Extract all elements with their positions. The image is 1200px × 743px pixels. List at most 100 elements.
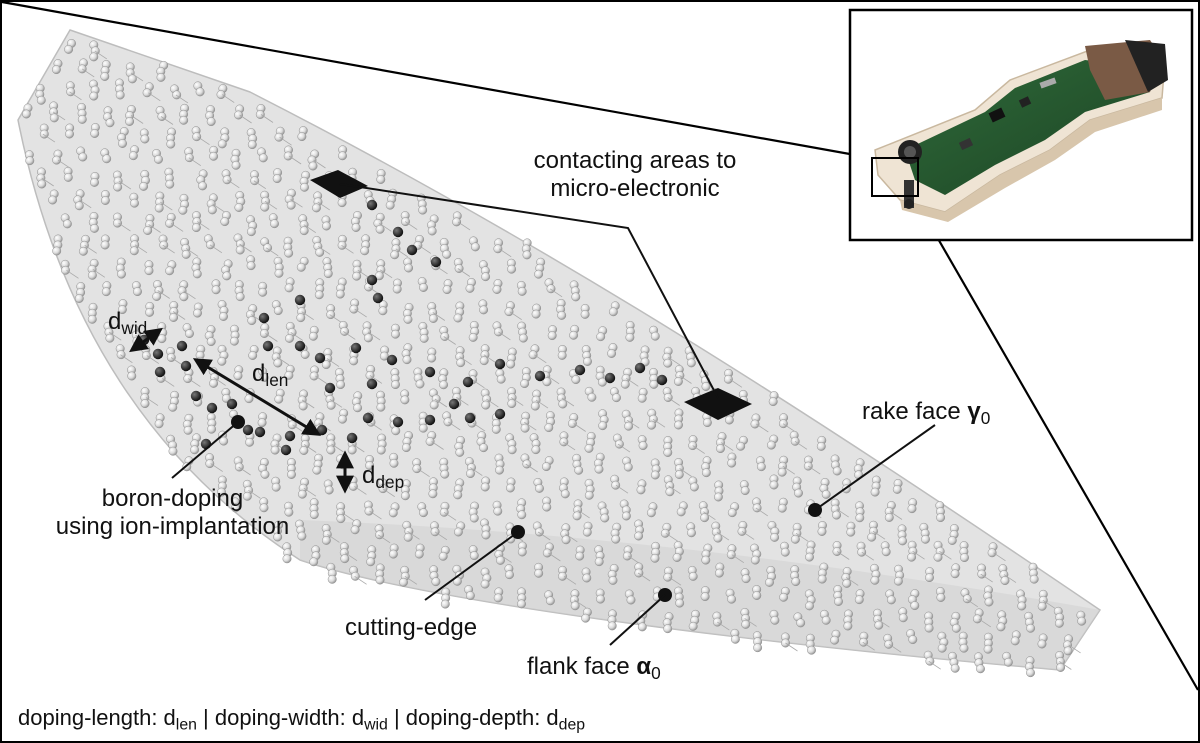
lattice-bond: [782, 423, 796, 433]
double-arrow-icon: [129, 327, 163, 353]
lattice-atom: [217, 356, 227, 366]
lattice-atom: [636, 485, 646, 495]
lattice-atom: [62, 219, 72, 229]
lattice-atom: [607, 349, 617, 358]
lattice-bond: [148, 224, 161, 233]
lattice-atom: [530, 401, 540, 411]
lattice-bond: [626, 377, 639, 387]
lattice-atom: [507, 445, 517, 455]
lattice-bond: [432, 312, 446, 321]
lattice-atom: [702, 418, 712, 428]
lattice-atom: [453, 490, 463, 500]
lattice-atom: [297, 132, 307, 142]
lattice-atom: [89, 91, 99, 101]
lattice-atom: [807, 645, 816, 655]
lattice-atom: [1000, 576, 1010, 586]
lattice-atom: [192, 269, 202, 279]
lattice-atom: [491, 424, 501, 434]
lattice-atom: [1037, 601, 1047, 611]
contacting-label-line1: contacting areas to: [533, 147, 737, 174]
lattice-bond: [549, 288, 563, 298]
lattice-atom: [133, 287, 142, 297]
lattice-bond: [456, 396, 469, 406]
lattice-atom: [571, 375, 581, 385]
lattice-atom: [663, 572, 673, 582]
lattice-bond: [563, 575, 577, 585]
lattice-bond: [301, 311, 314, 321]
lattice-atom: [165, 179, 175, 189]
lattice-atom: [674, 420, 683, 430]
lattice-atom: [130, 198, 139, 208]
lattice-atom: [611, 534, 621, 544]
lattice-atom: [115, 90, 125, 100]
doped-atom: [464, 412, 476, 424]
lattice-bond: [978, 618, 992, 628]
lattice-bond: [52, 111, 66, 121]
lattice-bond: [720, 442, 734, 451]
lattice-atom: [25, 156, 35, 166]
lattice-bond: [148, 92, 161, 102]
lattice-atom: [479, 305, 489, 315]
lattice-atom: [217, 487, 226, 497]
lattice-bond: [965, 598, 979, 608]
contacting-label: contacting areas to micro-electronic: [500, 147, 770, 203]
lattice-atom: [557, 310, 567, 320]
lattice-atom: [211, 285, 221, 295]
lattice-atom: [479, 443, 489, 453]
lattice-atom: [284, 283, 294, 293]
lattice-atom: [258, 287, 268, 297]
lattice-atom: [258, 153, 268, 163]
lattice-atom: [558, 399, 568, 409]
lattice-bond: [794, 440, 808, 450]
flank-angle-sub: 0: [651, 662, 661, 683]
lattice-atom: [118, 139, 127, 148]
doped-atom: [386, 354, 398, 366]
lattice-atom: [663, 448, 673, 457]
lattice-atom: [622, 551, 632, 561]
contact-leader-line: [339, 183, 719, 399]
lattice-atom: [183, 374, 193, 384]
lattice-bond: [265, 247, 279, 257]
lattice-atom: [687, 528, 696, 538]
doped-atom: [362, 412, 374, 424]
lattice-bond: [369, 421, 382, 431]
lattice-atom: [936, 593, 946, 602]
lattice-atom: [933, 552, 943, 562]
lattice-atom: [908, 635, 918, 645]
lattice-atom: [893, 576, 903, 586]
lattice-atom: [388, 508, 398, 518]
lattice-bond: [548, 552, 561, 562]
lattice-atom: [950, 663, 960, 673]
lattice-atom: [455, 447, 465, 457]
lattice-atom: [907, 504, 917, 514]
lattice-atom: [480, 482, 490, 492]
lattice-bond: [130, 115, 144, 124]
lattice-atom: [209, 378, 219, 388]
lattice-atom: [425, 437, 435, 446]
lattice-atom: [794, 488, 803, 498]
lattice-atom: [567, 419, 577, 428]
dlen-sub: len: [265, 369, 289, 390]
flank-face-label: flank face α0: [527, 653, 661, 681]
lattice-atom: [1063, 646, 1073, 656]
lattice-atom: [621, 511, 631, 521]
lattice-atom: [587, 392, 597, 402]
lattice-atom: [245, 437, 255, 447]
flank-leader-line: [609, 594, 666, 646]
lattice-atom: [156, 72, 166, 82]
lattice-atom: [244, 394, 254, 404]
lattice-atom: [479, 356, 489, 366]
lattice-bond: [404, 221, 418, 230]
lattice-atom: [125, 117, 135, 126]
lattice-atom: [947, 536, 957, 545]
lattice-atom: [534, 568, 544, 578]
lattice-atom: [48, 195, 58, 205]
lattice-atom: [737, 526, 747, 536]
lattice-atom: [127, 74, 137, 84]
lattice-atom: [663, 624, 673, 634]
boron-label-line1: boron-doping: [101, 485, 244, 512]
lattice-atom: [727, 458, 737, 468]
lattice-atom: [493, 593, 503, 603]
lattice-bond: [42, 133, 56, 143]
lattice-bond: [626, 419, 640, 429]
